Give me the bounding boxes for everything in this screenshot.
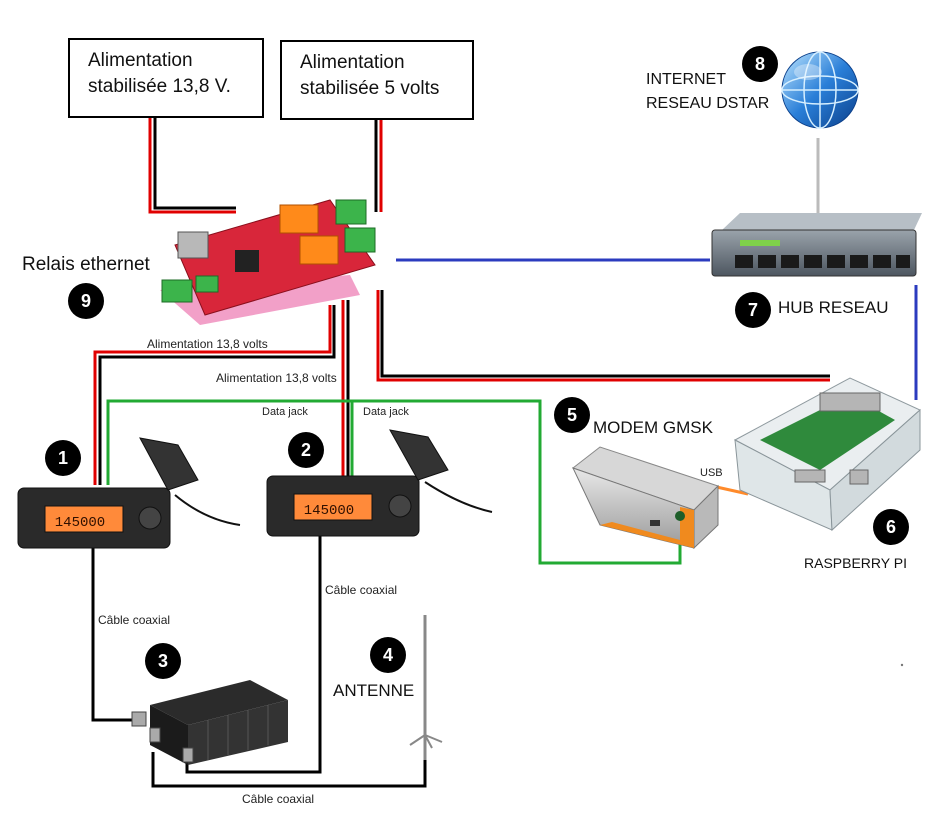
alim-label-2: Alimentation 13,8 volts (216, 371, 337, 385)
psu5-line1: Alimentation (300, 52, 405, 73)
relay-board-icon (160, 199, 376, 325)
duplexer-icon (131, 680, 288, 765)
radio-1-icon: 145000 (17, 437, 241, 549)
network-hub-icon (711, 213, 922, 277)
alim-label-1: Alimentation 13,8 volts (147, 337, 268, 351)
badge-6: 6 (873, 509, 909, 545)
coax-label-3: Câble coaxial (242, 792, 315, 806)
radio-2-icon: 145000 (266, 429, 493, 537)
internet-line1: INTERNET (646, 71, 726, 88)
badge-8: 8 (742, 46, 778, 82)
psu138-line1: Alimentation (88, 50, 193, 71)
hub-label: HUB RESEAU (778, 298, 889, 317)
coax-label-1: Câble coaxial (98, 613, 171, 627)
cable-coax (91, 532, 427, 788)
coax-label-2: Câble coaxial (325, 583, 398, 597)
antenne-label: ANTENNE (333, 681, 415, 700)
cable-relay-radio1 (93, 305, 336, 485)
svg-text:145000: 145000 (55, 515, 105, 531)
cable-psu5-relay (374, 118, 383, 212)
usb-label: USB (700, 467, 723, 479)
badge-2: 2 (288, 432, 324, 468)
badge-7: 7 (735, 292, 771, 328)
cable-data-jack (106, 399, 682, 565)
internet-label: INTERNET RESEAU DSTAR (646, 68, 769, 116)
modem-gmsk-icon (571, 446, 719, 550)
antenna-icon (409, 615, 443, 760)
badge-9: 9 (68, 283, 104, 319)
raspberry-label: RASPBERRY PI (804, 555, 907, 571)
badge-1: 1 (45, 440, 81, 476)
modem-label: MODEM GMSK (593, 418, 713, 437)
internet-line2: RESEAU DSTAR (646, 95, 770, 112)
data-jack-label-1: Data jack (262, 406, 308, 418)
internet-globe-icon (781, 51, 859, 129)
cable-relay-raspberry (376, 290, 830, 382)
psu138-line2: stabilisée 13,8 V. (88, 76, 231, 97)
power-supply-5v-box: Alimentation stabilisée 5 volts (280, 40, 474, 120)
power-supply-13-8v-box: Alimentation stabilisée 13,8 V. (68, 38, 264, 118)
data-jack-label-2: Data jack (363, 406, 409, 418)
badge-5: 5 (554, 397, 590, 433)
badge-3: 3 (145, 643, 181, 679)
svg-text:145000: 145000 (304, 503, 354, 519)
psu5-line2: stabilisée 5 volts (300, 78, 440, 99)
cable-psu138-relay (148, 118, 236, 214)
relais-ethernet-label: Relais ethernet (22, 254, 150, 275)
raspberry-pi-icon (733, 377, 921, 532)
badge-4: 4 (370, 637, 406, 673)
cable-relay-radio2 (341, 300, 350, 478)
